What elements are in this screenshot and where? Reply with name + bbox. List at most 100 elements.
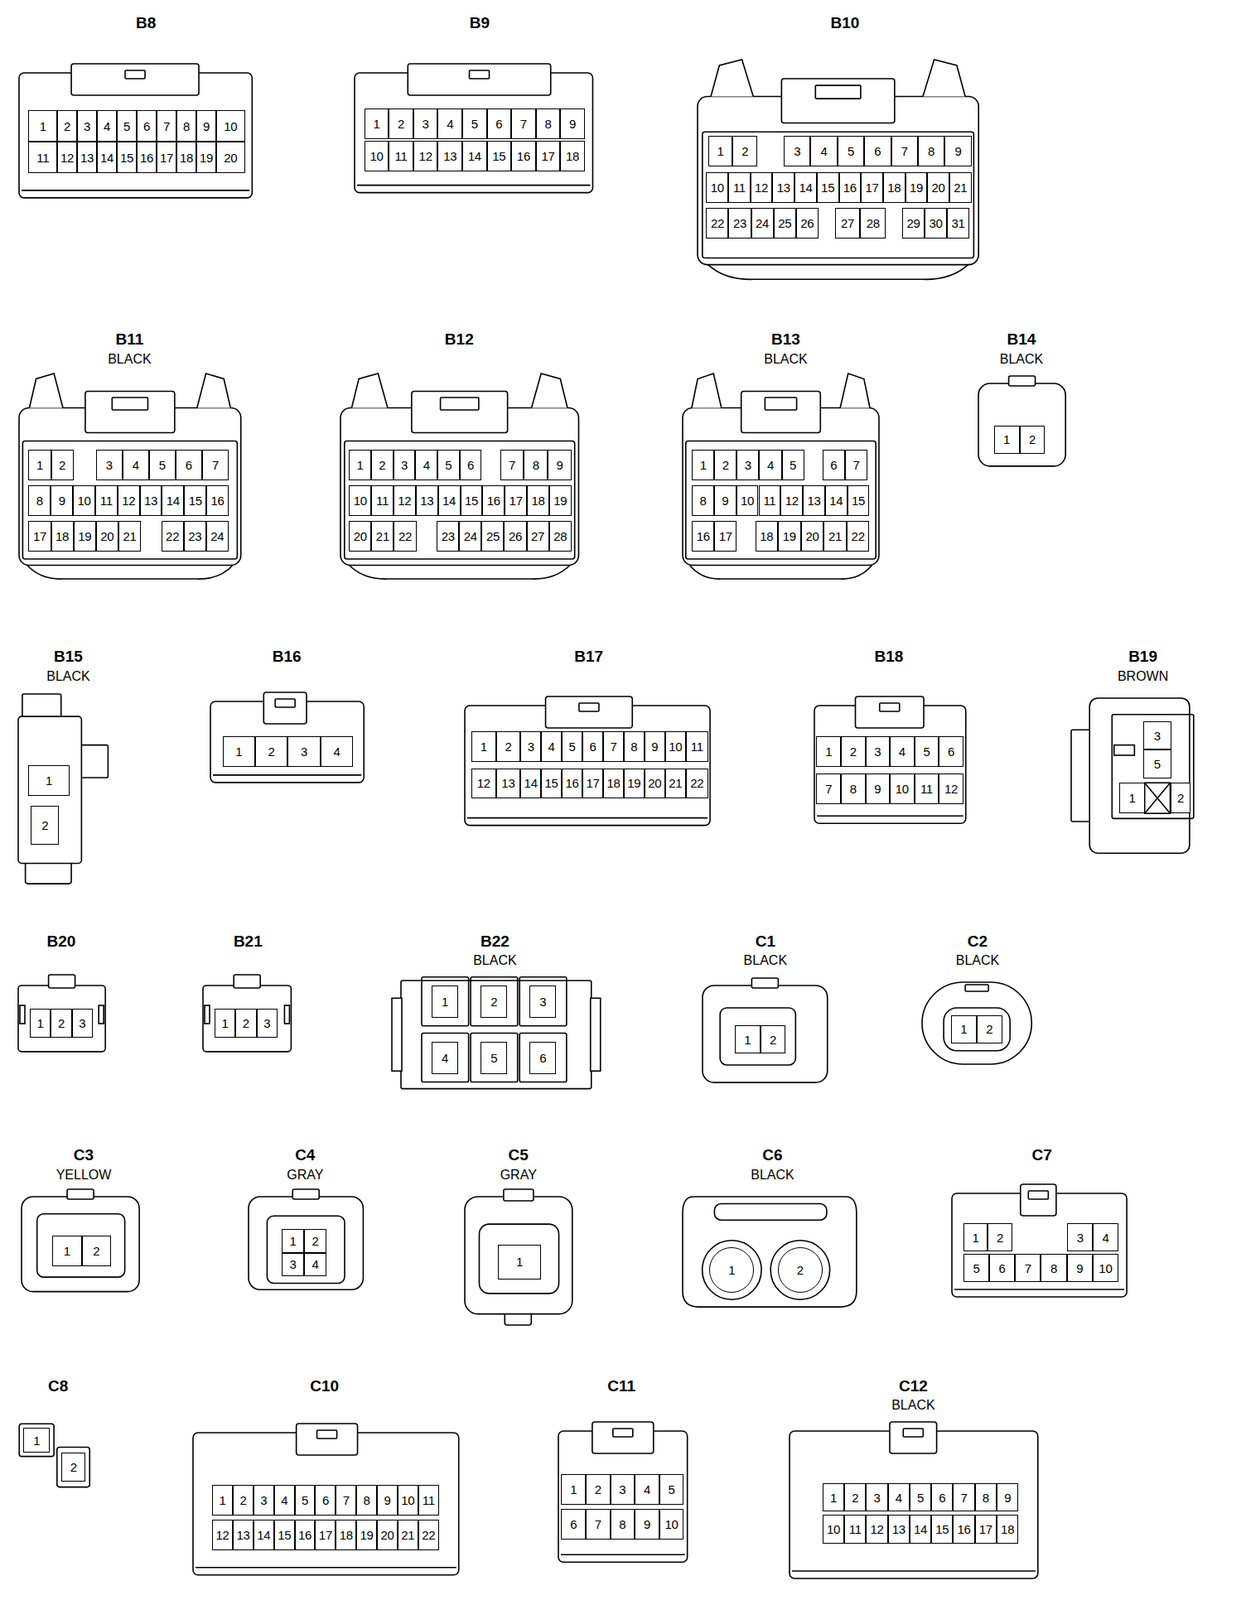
pin-number: 22	[685, 768, 709, 800]
pin-number: 3	[865, 1483, 888, 1512]
housing-line	[792, 1570, 1036, 1573]
housing-line	[1090, 698, 1191, 854]
connector-name: B19	[1128, 648, 1158, 665]
pin-number: 11	[418, 1485, 440, 1517]
pin-number: 4	[431, 1042, 459, 1075]
pin-number: 13	[802, 485, 826, 517]
housing-line	[284, 1005, 290, 1024]
connector-name: C1	[755, 932, 776, 949]
pin-number: 2	[61, 1453, 87, 1482]
housing-color: BLACK	[46, 670, 90, 684]
pin-number: 15	[540, 768, 562, 800]
housing-line	[590, 999, 601, 1073]
pin-number: 12	[57, 141, 78, 174]
pin-number: 1	[214, 1009, 236, 1038]
pin-number: 1	[28, 449, 51, 481]
connector-face: B161234	[209, 691, 365, 784]
pin-number: 22	[161, 521, 184, 552]
connector-name: B9	[469, 14, 490, 31]
pin-number: 3	[1143, 721, 1172, 750]
housing-color: BLACK	[999, 352, 1044, 367]
housing-line	[764, 397, 797, 411]
pin-number: 24	[751, 207, 774, 239]
pin-number: 9	[547, 449, 572, 481]
pin-number: 13	[496, 768, 522, 800]
pin-number: 10	[659, 1509, 685, 1541]
pin-number: 20	[96, 521, 119, 552]
housing-line	[23, 440, 238, 560]
pin-number: 2	[777, 1247, 823, 1293]
connector-face: B13BLACK12345678910111213141516171819202…	[681, 372, 880, 580]
housing-line	[685, 440, 876, 560]
pin-number: 11	[28, 141, 57, 174]
housing-line	[519, 1033, 567, 1083]
pin-number: 10	[348, 485, 372, 517]
pin-number: 6	[931, 1483, 953, 1512]
pin-number: 9	[196, 110, 217, 142]
pin-number: 3	[1067, 1223, 1093, 1252]
pin-number: 2	[840, 736, 866, 768]
pin-number: 28	[859, 207, 886, 239]
housing-line	[469, 70, 490, 79]
pin-number: 2	[82, 1236, 112, 1267]
connector-name: C3	[73, 1147, 94, 1164]
pin-number: 8	[523, 449, 548, 481]
housing-line	[519, 977, 567, 1027]
pin-number: 3	[287, 736, 320, 768]
housing-line	[197, 373, 231, 409]
pin-number: 18	[176, 141, 197, 174]
pin-number: 2	[51, 449, 74, 481]
housing-line	[612, 1429, 633, 1438]
pin-number: 15	[931, 1515, 953, 1544]
pin-number: 17	[504, 485, 527, 517]
housing-line	[111, 397, 148, 411]
housing-line	[467, 817, 708, 820]
pin-number: 11	[758, 485, 782, 517]
pin-number: 4	[415, 449, 438, 481]
housing-line	[79, 744, 108, 778]
pin-number: 9	[1067, 1254, 1093, 1283]
pin-number: 2	[496, 731, 522, 763]
pin-number: 12	[865, 1515, 888, 1544]
pin-number: 5	[294, 1485, 316, 1517]
pin-number: 27	[835, 207, 861, 239]
connector-face: B11BLACK12345678910111213141516171819202…	[18, 372, 242, 580]
housing-line	[714, 1203, 826, 1221]
pin-number: 5	[909, 1483, 932, 1512]
pin-number: 20	[801, 521, 825, 552]
housing-line	[1028, 1191, 1048, 1200]
pin-number: 19	[777, 521, 802, 552]
pin-number: 4	[320, 736, 353, 768]
housing-color: BLACK	[891, 1399, 935, 1413]
pin-number: 17	[28, 521, 51, 552]
pin-number: 7	[585, 1509, 611, 1541]
housing-line	[770, 1241, 830, 1300]
connector-name: C11	[607, 1377, 636, 1394]
pin-number: 9	[944, 135, 971, 167]
pin-number: 17	[536, 140, 561, 172]
pin-number: 27	[526, 521, 550, 552]
pin-number: 22	[393, 521, 416, 552]
pin-number: 15	[183, 485, 207, 517]
connector-face: C2BLACK12	[921, 981, 1033, 1066]
pin-number: 26	[796, 207, 819, 239]
pin-number: 5	[914, 736, 940, 768]
housing-line	[408, 63, 551, 96]
pin-number: 7	[603, 731, 624, 763]
connector-face: B22BLACK123456	[391, 974, 602, 1097]
pin-number: 14	[96, 141, 117, 174]
connector-name: B17	[574, 648, 604, 665]
connector-name: B11	[115, 330, 145, 347]
pin-number: 19	[623, 768, 645, 800]
housing-color: BROWN	[1117, 670, 1169, 684]
housing-line	[293, 1189, 320, 1200]
pin-number: 2	[255, 736, 288, 768]
pin-number: 1	[708, 135, 734, 167]
connector-name: C10	[309, 1377, 339, 1394]
pin-number: 6	[938, 736, 964, 768]
pin-number: 3	[736, 449, 759, 481]
pin-number: 31	[946, 207, 970, 239]
pin-number: 18	[335, 1520, 357, 1551]
pin-number: 7	[202, 449, 229, 481]
pin-number: 8	[176, 110, 197, 142]
